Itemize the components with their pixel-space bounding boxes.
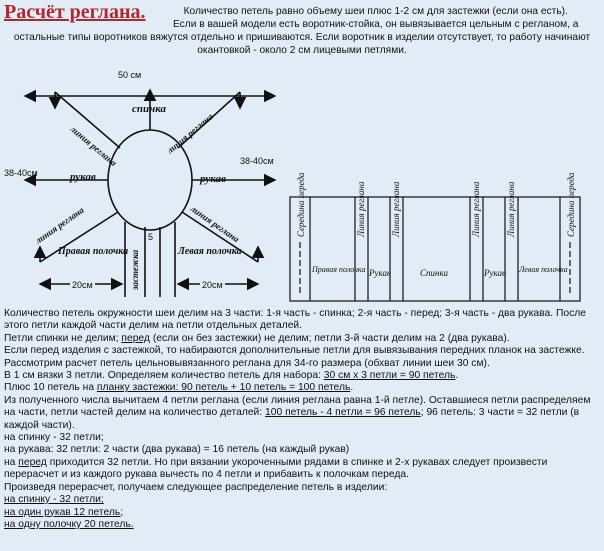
para-5: В 1 см вязки 3 петли. Определяем количес… bbox=[4, 370, 600, 382]
r-raglan-2: Линия реглана bbox=[391, 181, 401, 238]
left-diagram bbox=[23, 88, 277, 297]
r-back: Спинка bbox=[420, 268, 448, 278]
r-front-middle-1: Середина переда bbox=[296, 172, 306, 237]
label-raglan-tl: линия реглана bbox=[68, 123, 119, 168]
dim-left-label: 38-40см bbox=[4, 168, 38, 178]
right-diagram-frame bbox=[289, 196, 581, 302]
para-5b: . bbox=[455, 370, 459, 382]
para-14: на одну полочку 20 петель. bbox=[4, 518, 134, 530]
raglan-diagram: 50 см 38-40см 38-40см 20см 20см 5 спинка… bbox=[0, 62, 604, 312]
intro-line-1: Количество петель равно объему шеи плюс … bbox=[183, 6, 568, 17]
para-7u: 100 петель - 4 петли = 96 петель bbox=[265, 407, 421, 419]
label-sleeve-left: рукав bbox=[69, 171, 96, 183]
para-11: Произведя перерасчет, получаем следующее… bbox=[4, 481, 388, 493]
para-7a: Из полученного числа вычитаем 4 петли ре… bbox=[4, 394, 591, 419]
para-1: Количество петель окружности шеи делим н… bbox=[4, 308, 586, 332]
para-9: на рукава: 32 петли: 2 части (два рукава… bbox=[4, 444, 350, 456]
page-title: Расчёт реглана. bbox=[4, 1, 146, 23]
para-10a: на bbox=[4, 456, 19, 468]
para-7: Из полученного числа вычитаем 4 петли ре… bbox=[4, 395, 600, 432]
para-6: Плюс 10 петель на планку застежки: 90 пе… bbox=[4, 382, 600, 394]
para-6b: . bbox=[350, 382, 354, 394]
label-sleeve-right: рукав bbox=[199, 173, 226, 185]
dim-bottom-label-1: 20см bbox=[72, 280, 93, 290]
label-raglan-bl: линия реглана bbox=[33, 205, 87, 247]
right-diagram bbox=[289, 196, 581, 302]
para-5u: 30 см х 3 петли = 90 петель bbox=[323, 370, 456, 382]
raglan-line-tl bbox=[54, 91, 121, 149]
body-text: Количество петель окружности шеи делим н… bbox=[4, 308, 600, 531]
para-10: на перед приходится 32 петли. Но при вяз… bbox=[4, 457, 600, 482]
para-7b: ; 96 петель: 3 части = 32 петли (в каждо… bbox=[4, 407, 580, 431]
para-6a: Плюс 10 петель на bbox=[4, 382, 97, 394]
r-left-front: Левая полочка bbox=[518, 265, 568, 274]
label-placket: застежка bbox=[130, 249, 140, 291]
dim-bottom-label-2: 20см bbox=[202, 280, 223, 290]
para-12: на спинку - 32 петли; bbox=[4, 494, 104, 506]
dim-right-label: 38-40см bbox=[240, 156, 274, 166]
label-raglan-br: линия реглана bbox=[188, 203, 242, 245]
r-raglan-1: Линия реглана bbox=[356, 181, 366, 238]
r-raglan-4: Линия реглана bbox=[506, 181, 516, 238]
label-raglan-tr: линия реглана bbox=[164, 111, 215, 156]
r-front-middle-2: Середина переда bbox=[566, 172, 576, 237]
dim-top-label: 50 см bbox=[118, 70, 141, 80]
para-2b: (если он без застежки) не делим; петли 3… bbox=[149, 332, 510, 344]
para-4: Рассмотрим расчет петель цельновывязанно… bbox=[4, 357, 490, 369]
para-10b: приходится 32 петли. Но при вязании укор… bbox=[4, 456, 548, 481]
para-6u: планку застежки: 90 петель + 10 петель =… bbox=[96, 382, 351, 394]
r-sleeve-1: Рукав bbox=[368, 268, 391, 278]
intro-line-2: Если в вашей модели есть воротник-стойка… bbox=[13, 19, 591, 56]
para-5a: В 1 см вязки 3 петли. Определяем количес… bbox=[4, 370, 324, 382]
r-sleeve-2: Рукав bbox=[483, 268, 506, 278]
para-8: на спинку - 32 петли; bbox=[4, 432, 104, 444]
label-right-front: Правая полочка bbox=[57, 246, 128, 257]
para-2u: перед bbox=[121, 332, 150, 344]
para-2: Петли спинки не делим; перед (если он бе… bbox=[4, 333, 600, 345]
r-right-front: Правая полочка bbox=[311, 265, 365, 274]
para-13: на один рукав 12 петель; bbox=[4, 506, 124, 518]
intro: Расчёт реглана. Количество петель равно … bbox=[4, 1, 600, 57]
para-3: Если перед изделия с застежкой, то набир… bbox=[4, 345, 585, 357]
para-2a: Петли спинки не делим; bbox=[4, 332, 122, 344]
r-raglan-3: Линия реглана bbox=[471, 181, 481, 238]
placket-num: 5 bbox=[148, 232, 153, 242]
label-left-front: Левая полочка bbox=[177, 246, 242, 257]
label-back: спинка bbox=[132, 103, 167, 115]
para-10u: перед bbox=[18, 456, 47, 468]
raglan-line-tr bbox=[177, 91, 241, 149]
raglan-diagram-svg: 50 см 38-40см 38-40см 20см 20см 5 спинка… bbox=[4, 70, 581, 302]
